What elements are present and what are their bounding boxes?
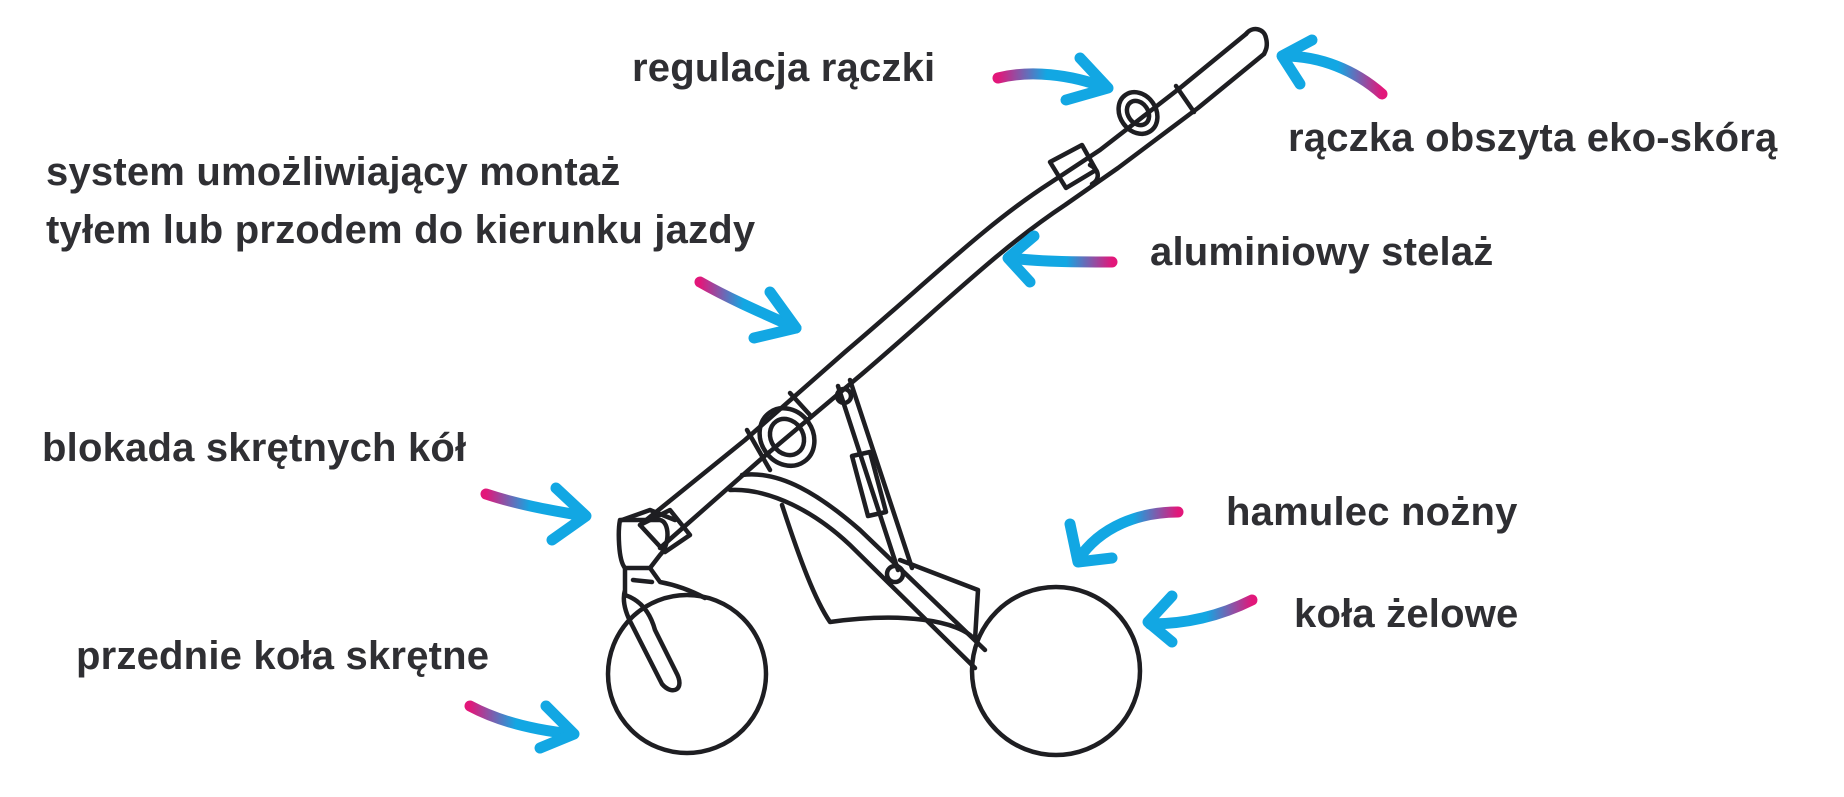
arrow-handle-adjust — [992, 52, 1114, 106]
handle-adjust-knob — [1116, 89, 1160, 137]
strut-top-pin — [834, 386, 854, 406]
strut-sleeve — [849, 449, 889, 519]
front-fork — [621, 565, 682, 693]
label-handle-adjust: regulacja rączki — [632, 46, 936, 90]
arrow-swivel-lock — [480, 482, 592, 546]
label-gel-wheels: koła żelowe — [1294, 592, 1519, 636]
label-foot-brake: hamulec nożny — [1226, 490, 1518, 534]
handle-grip-band — [1173, 83, 1197, 115]
stroller-frame-illustration — [605, 26, 1270, 758]
arrow-aluminium-frame — [1002, 230, 1118, 288]
basket-outline — [779, 502, 981, 643]
arrow-foot-brake — [1064, 506, 1184, 568]
label-swivel-lock: blokada skrętnych kół — [42, 426, 467, 470]
front-wheel — [605, 592, 769, 756]
lower-frame-lower — [727, 487, 978, 671]
arrow-front-swivel-wheels — [464, 700, 580, 754]
label-mount-system-line1: system umożliwiający montaż — [46, 150, 621, 194]
seat-mount-joint — [757, 406, 817, 468]
lower-frame-upper — [739, 472, 988, 653]
rear-wheel — [969, 584, 1143, 758]
seat-mount-joint-inner — [767, 416, 807, 458]
rear-strut — [835, 377, 915, 573]
handle-end-cap — [1243, 26, 1270, 57]
frame-main-tube-lower — [657, 51, 1267, 551]
arrow-eco-leather — [1276, 34, 1388, 100]
front-fork-back — [647, 565, 708, 601]
tube-clip — [1047, 142, 1100, 191]
label-eco-leather-handle: rączka obszyta eko-skórą — [1288, 116, 1778, 160]
handle-adjust-knob-inner — [1124, 98, 1152, 128]
swivel-collar — [637, 507, 693, 555]
swivel-housing-top — [619, 507, 678, 523]
seat-mount-collar — [744, 390, 813, 473]
label-aluminium-frame: aluminiowy stelaż — [1150, 230, 1494, 274]
label-front-swivel-wheels: przednie koła skrętne — [76, 634, 490, 678]
swivel-housing — [616, 517, 670, 571]
label-mount-system-line2: tyłem lub przodem do kierunku jazdy — [46, 208, 756, 252]
arrow-gel-wheels — [1142, 590, 1258, 648]
front-fork-inner — [630, 577, 655, 585]
gradient-arrows — [464, 34, 1388, 754]
frame-main-tube-upper — [637, 31, 1249, 528]
arrow-mount-system — [694, 276, 802, 344]
